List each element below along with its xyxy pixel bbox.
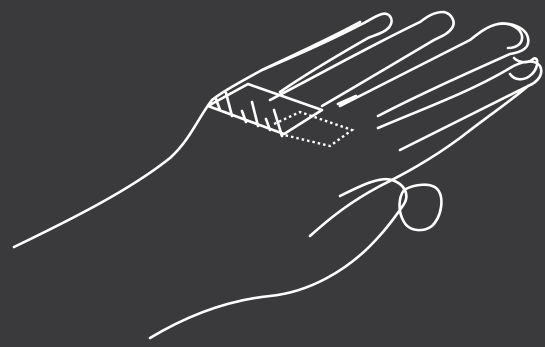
little-finger xyxy=(262,14,392,92)
hand-upper-edge xyxy=(14,22,360,247)
thumb xyxy=(150,179,406,338)
hand-lower-edge xyxy=(310,86,528,236)
